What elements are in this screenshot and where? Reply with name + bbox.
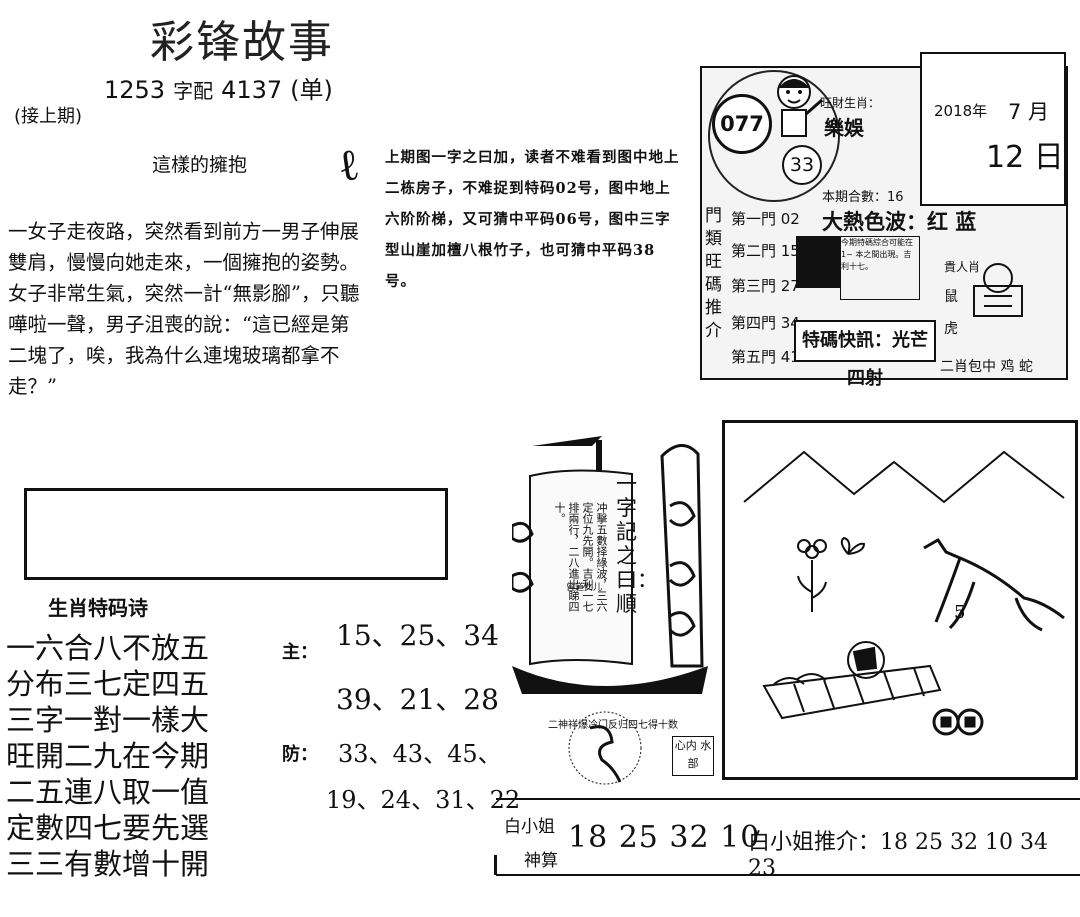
continued-label: (接上期) [14, 106, 83, 127]
story-body: 一女子走夜路，突然看到前方一男子伸展雙肩，慢慢向她走來，一個擁抱的姿勢。女子非常… [8, 220, 360, 398]
poem-line: 一六合八不放五 [6, 631, 210, 665]
divider-tick [494, 855, 497, 875]
calendar-year: 2018年 [934, 102, 988, 120]
cartoon-boy-icon [777, 75, 823, 137]
card-number-small: 33 [782, 145, 822, 185]
guard-numbers-row: 33、43、45、 [338, 740, 502, 768]
gate-item: 第三門 27 [731, 277, 800, 295]
dark-image-block [796, 236, 840, 288]
special-tip: 特碼快訊：光芒四射 [794, 320, 936, 389]
coins-icon [932, 708, 984, 736]
gate-item: 第五門 41 [731, 348, 800, 366]
scroll-title: 一字記之曰：順 [616, 472, 658, 616]
wave-colors: 大熱色波：红 蓝 [822, 210, 977, 234]
scroll-verse: 冲擊五數择綠波，三六定位九先開。吉利一七排兩行，二八進出睇四十。 [553, 502, 608, 612]
card-number-main: 077 [712, 94, 772, 154]
gate-item: 第二門 15 [731, 242, 800, 260]
divider [496, 874, 1080, 876]
money-tree-icon [973, 263, 1023, 317]
noble-zodiac-tiger: 虎 [944, 321, 958, 337]
poem-line: 三三有數增十開 [6, 847, 210, 881]
main-numbers-row: 39、21、28 [336, 683, 499, 716]
hint-paragraph: 上期图一字之曰加，读者不难看到图中地上二栋房子，不难捉到特码02号，图中地上六阶… [385, 149, 680, 290]
gate-title: 門類旺碼推介 [705, 206, 722, 341]
gate-item: 第一門 02 [731, 210, 800, 228]
miss-bai-label: 白小姐 [504, 817, 555, 837]
issue-mid: 字配 [173, 79, 214, 103]
poem-line: 三字一對一樣大 [6, 703, 210, 737]
main-numbers-row: 15、25、34 [336, 619, 499, 652]
poem-line: 定數四七要先選 [6, 811, 210, 845]
issue-code: 1253 [104, 76, 166, 104]
predicted-numbers: 18 25 32 10 [568, 820, 761, 855]
calendar-box [920, 52, 1066, 206]
flower-icon [797, 539, 827, 612]
calculation-label: 神算 [524, 851, 558, 871]
sailing-ship-icon [512, 436, 708, 694]
page-title: 彩锋故事 [150, 17, 334, 68]
calendar-month: 7 月 [1008, 100, 1050, 124]
empty-frame [24, 488, 448, 580]
guard-numbers-row: 19、24、31、22 [326, 786, 521, 814]
poem: 一六合八不放五 分布三七定四五 三字一對一樣大 旺開二九在今期 二五連八取一值 … [6, 630, 276, 882]
guard-label: 防： [282, 744, 318, 765]
calendar-day: 12 日 [986, 140, 1064, 175]
horse-number: 5 [954, 602, 965, 623]
noble-zodiac-rat: 鼠 [944, 289, 958, 305]
issue-suffix: (单) [290, 76, 333, 104]
story-heading: 這樣的擁抱 [152, 154, 248, 176]
drawing-frame [722, 420, 1078, 780]
zodiac-label: 旺財生肖： [820, 96, 881, 110]
horse-scene-illustration: 5 [743, 450, 1065, 736]
poem-line: 二五連八取一值 [6, 775, 210, 809]
dragon-seal-icon [568, 711, 642, 785]
recommendation: 白小姐推介：18 25 32 10 34 23 [748, 830, 1048, 881]
ball-icon [847, 641, 885, 679]
card-logo: 樂娛 [824, 116, 864, 140]
divider [496, 798, 1080, 800]
horse-icon [923, 538, 1065, 632]
wave-total-label: 本期合數：16 [822, 190, 904, 205]
issue-line: 1253 字配 4137(单) [104, 70, 341, 105]
poem-title: 生肖特码诗 [48, 596, 148, 620]
card-note: 今期特碼綜合可能在1~ 本之間出現。吉利十七。 [840, 236, 920, 300]
seal-text: 二神祥爆冷门反归四七得十数 [548, 720, 678, 731]
poem-line: 旺開二九在今期 [6, 739, 210, 773]
scroll-attribution: 曾道女儿 [566, 583, 603, 593]
noble-zodiac-label: 貴人肖 [944, 260, 981, 274]
decorative-swirl-icon: ℓ [334, 138, 363, 193]
card-ring-icon [708, 70, 840, 202]
butterfly-icon [840, 536, 866, 555]
bridge-icon [762, 664, 942, 720]
main-label: 主： [282, 642, 318, 663]
stamp-box: 心内 水部 [672, 736, 714, 776]
poem-line: 分布三七定四五 [6, 667, 210, 701]
two-zodiac-pick: 二肖包中 鸡 蛇 [940, 359, 1033, 375]
issue-number: 4137 [221, 76, 283, 104]
gate-item: 第四門 34 [731, 314, 800, 332]
